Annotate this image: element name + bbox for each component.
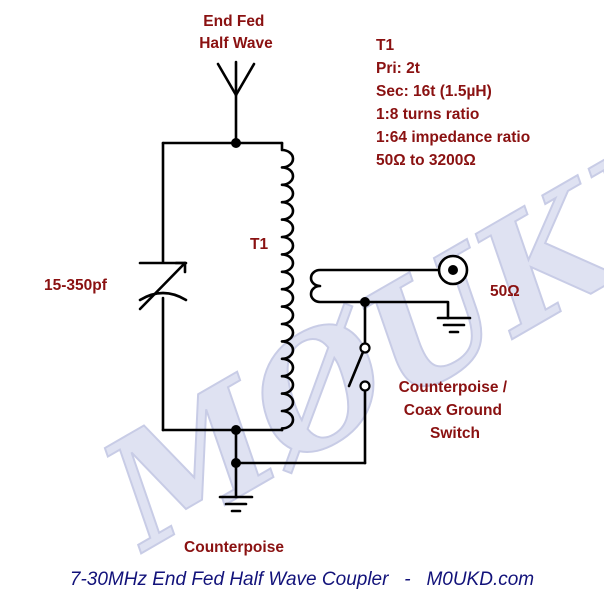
coax-connector-symbol	[437, 254, 469, 286]
primary-coil	[309, 268, 450, 320]
antenna-label: End Fed Half Wave	[199, 13, 273, 52]
ground-switch-symbol	[234, 300, 371, 465]
coax-ground-symbol	[436, 316, 472, 334]
switch-label: Counterpoise / Coax Ground Switch	[399, 379, 512, 442]
connector-impedance-label: 50Ω	[490, 283, 520, 300]
secondary-coil	[280, 141, 295, 432]
capacitor-label: 15-350pf	[44, 277, 108, 294]
watermark: MØUKD	[71, 86, 604, 585]
footer-caption: 7-30MHz End Fed Half Wave Coupler - M0UK…	[70, 569, 534, 590]
counterpoise-label: Counterpoise	[184, 539, 284, 556]
junction-dots	[231, 138, 370, 468]
antenna-symbol	[216, 60, 256, 145]
transformer-label: T1	[250, 236, 268, 253]
variable-capacitor	[138, 141, 188, 432]
schematic	[138, 60, 472, 513]
transformer-specs: T1 Pri: 2t Sec: 16t (1.5µH) 1:8 turns ra…	[376, 37, 535, 169]
